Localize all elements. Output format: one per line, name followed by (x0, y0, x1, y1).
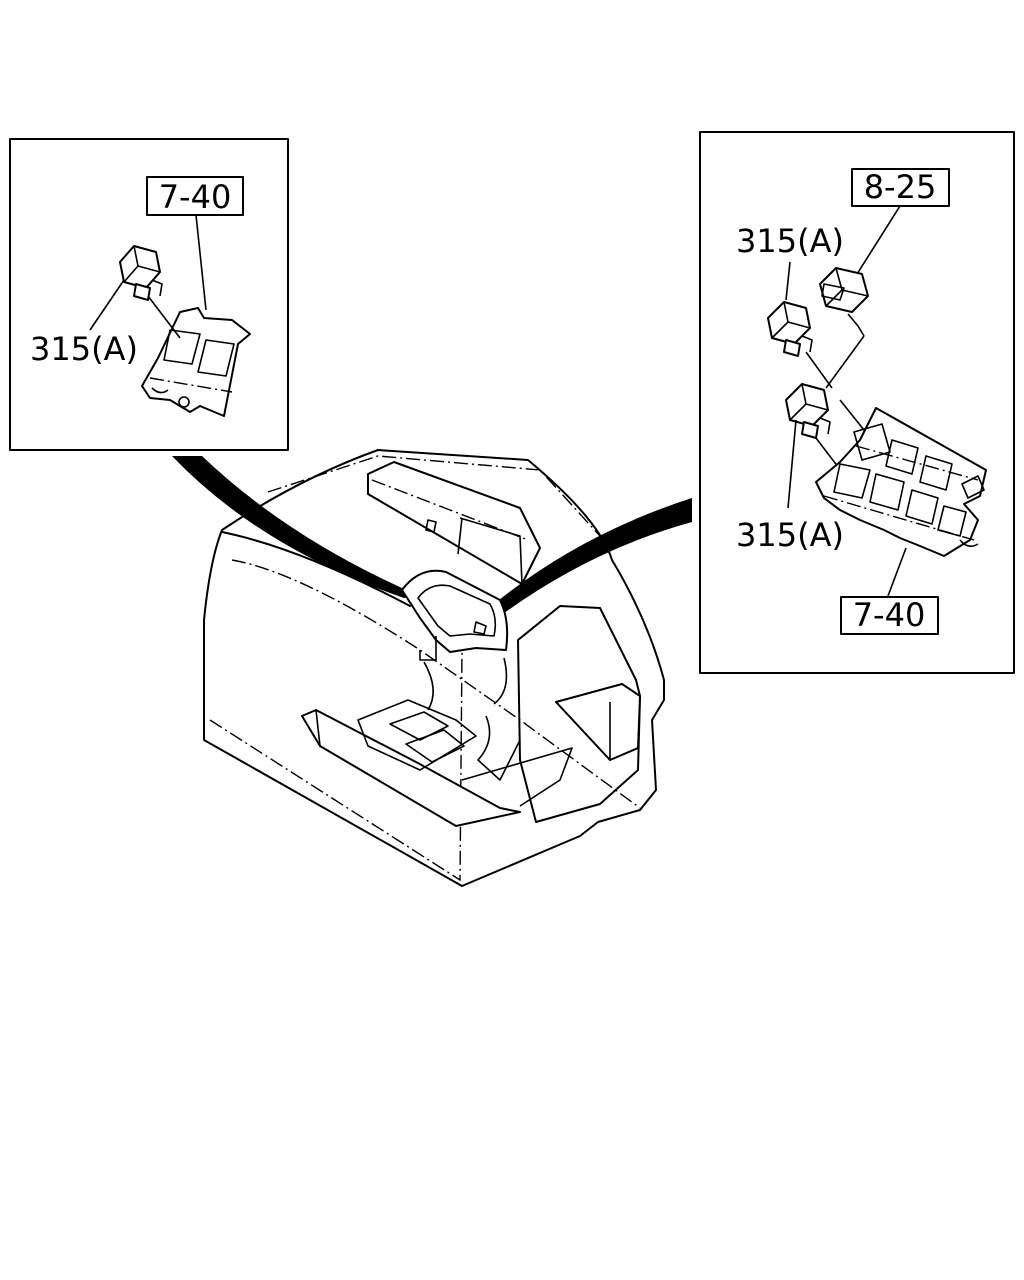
right-detail-inset: 8-25 315(A) (699, 131, 1015, 674)
right-relay-upper-mount (805, 351, 833, 389)
right-flasher-mount-line-2 (825, 335, 865, 389)
cab-steering-area (401, 569, 509, 661)
left-part-leader (89, 279, 125, 331)
vehicle-cab (203, 449, 665, 887)
right-part-bottom-leader (787, 419, 797, 509)
left-bracket-plate (141, 307, 251, 417)
left-relay (119, 245, 163, 301)
right-part-top-leader (785, 261, 791, 301)
right-part-label-bottom: 315(A) (736, 516, 844, 554)
left-detail-inset: 7-40 315(A) (9, 138, 289, 451)
right-ref-box-top (851, 168, 950, 207)
cab-outer-body (203, 449, 665, 887)
right-inset-frame (699, 131, 1015, 674)
right-ref-top-leader (851, 205, 901, 283)
right-relay-lower (785, 383, 831, 439)
right-relay-bracket (815, 407, 987, 557)
right-ref-bottom-leader (887, 547, 907, 597)
right-ref-label-bottom: 7-40 (853, 596, 926, 634)
cab-dash-top-line (221, 531, 411, 607)
right-pointer-wedge (494, 498, 692, 616)
right-part-label-top: 315(A) (736, 222, 844, 260)
left-ref-label: 7-40 (159, 178, 232, 216)
cab-centerline (231, 559, 641, 809)
cab-roof-line (267, 455, 601, 537)
left-pointer-wedge (172, 456, 420, 598)
cab-floor-console (301, 699, 573, 827)
left-relay-mount-line (147, 295, 181, 339)
left-ref-box (146, 176, 244, 216)
right-flasher-mount-line (857, 325, 865, 337)
left-inset-frame (9, 138, 289, 451)
left-ref-leader (195, 214, 207, 311)
cab-seat-edge (555, 701, 611, 761)
right-ref-box-bottom (840, 596, 939, 635)
cab-front-line (209, 649, 463, 882)
right-flasher-unit (819, 267, 869, 327)
cab-seam-2 (493, 657, 508, 705)
cab-seam-1 (423, 661, 434, 711)
right-relay-upper (767, 301, 813, 357)
cab-instrument-panel (367, 461, 541, 585)
right-ref-label-top: 8-25 (864, 168, 937, 206)
left-part-label: 315(A) (30, 330, 138, 368)
